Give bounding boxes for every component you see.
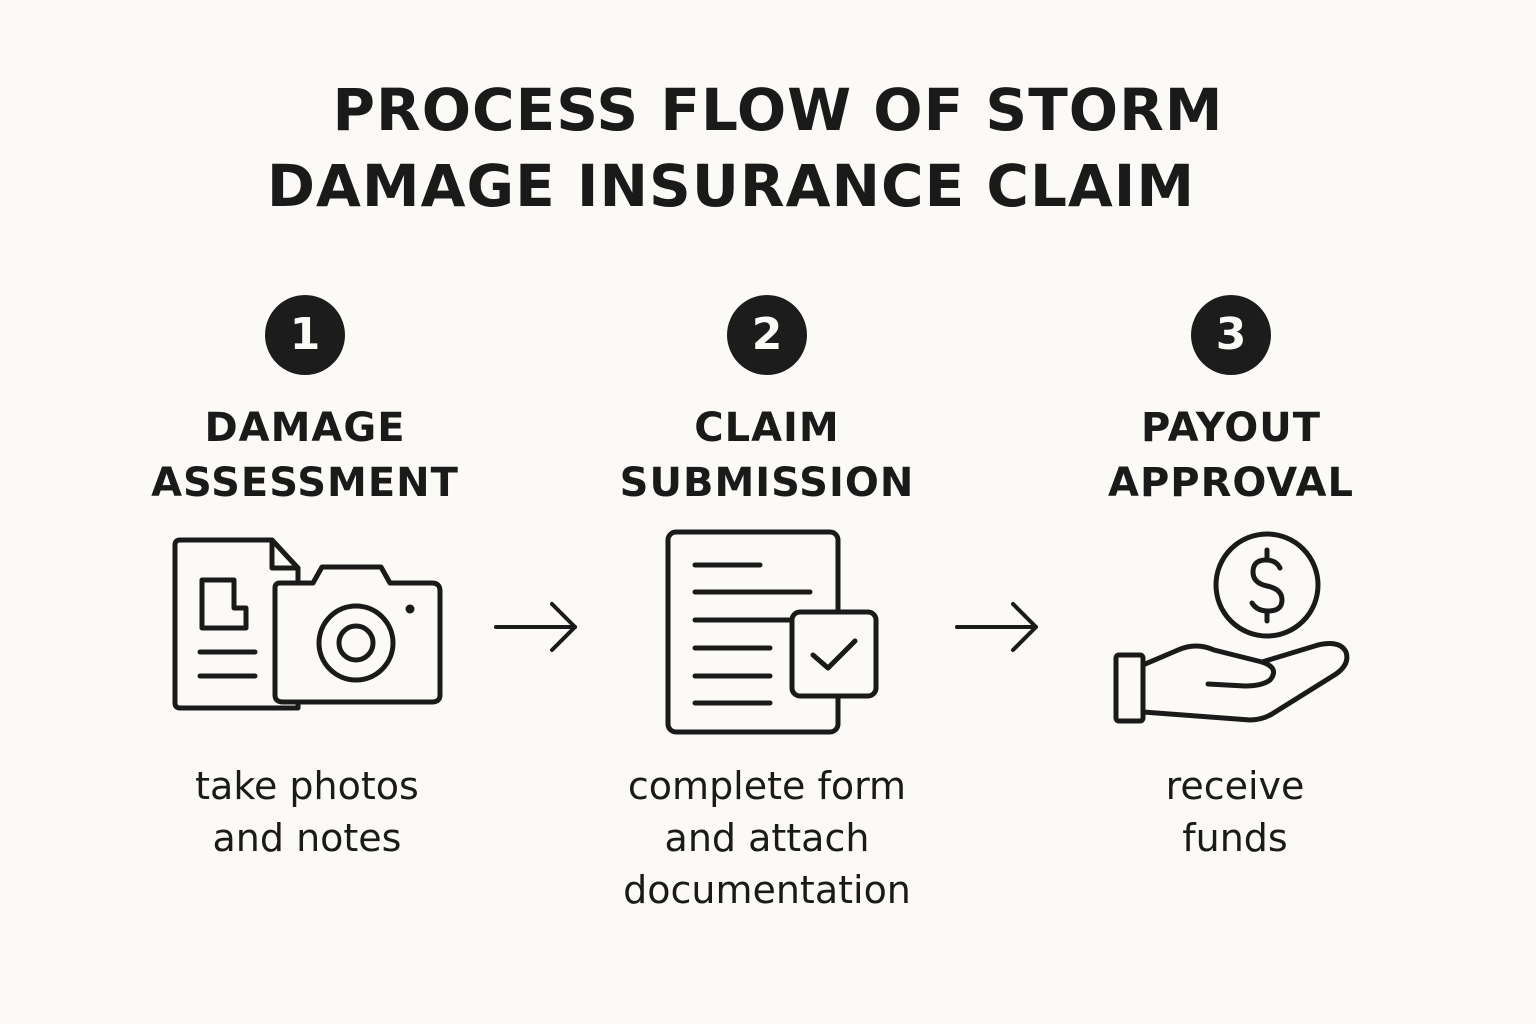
step-description: receive funds [1025,760,1445,864]
arrow-right-icon [955,602,1038,652]
description-line-1: complete form [627,764,907,808]
step-number-badge: 3 [1191,295,1271,375]
step-title-line-1: CLAIM [694,405,840,451]
title-line-1: PROCESS FLOW OF STORM [332,76,1224,144]
description-line-1: receive [1165,764,1305,808]
step-number-badge: 2 [727,295,807,375]
step-damage-assessment: 1 DAMAGE ASSESSMENT [95,295,515,511]
step-number-badge: 1 [265,295,345,375]
step-title-line-2: SUBMISSION [619,460,915,506]
title-line-2: DAMAGE INSURANCE CLAIM [266,152,1196,220]
description-line-2: and notes [212,816,402,860]
hand-coin-icon [1113,531,1350,724]
description-line-2: and attach [664,816,870,860]
description-line-3: documentation [623,868,911,912]
form-checkbox-icon [665,529,879,735]
document-camera-icon [172,537,443,711]
step-title-line-1: DAMAGE [204,405,406,451]
step-title-line-2: APPROVAL [1107,460,1354,506]
step-payout-approval: 3 PAYOUT APPROVAL [1021,295,1441,511]
step-title-line-1: PAYOUT [1140,405,1322,451]
step-description: complete form and attach documentation [557,760,977,916]
description-line-2: funds [1182,816,1288,860]
step-title: DAMAGE ASSESSMENT [95,401,515,511]
arrow-right-icon [494,602,577,652]
page-title: PROCESS FLOW OF STORM DAMAGE INSURANCE C… [0,72,1536,224]
step-title-line-2: ASSESSMENT [151,460,459,506]
step-title: PAYOUT APPROVAL [1021,401,1441,511]
description-line-1: take photos [195,764,419,808]
step-description: take photos and notes [97,760,517,864]
step-title: CLAIM SUBMISSION [557,401,977,511]
step-claim-submission: 2 CLAIM SUBMISSION [557,295,977,511]
